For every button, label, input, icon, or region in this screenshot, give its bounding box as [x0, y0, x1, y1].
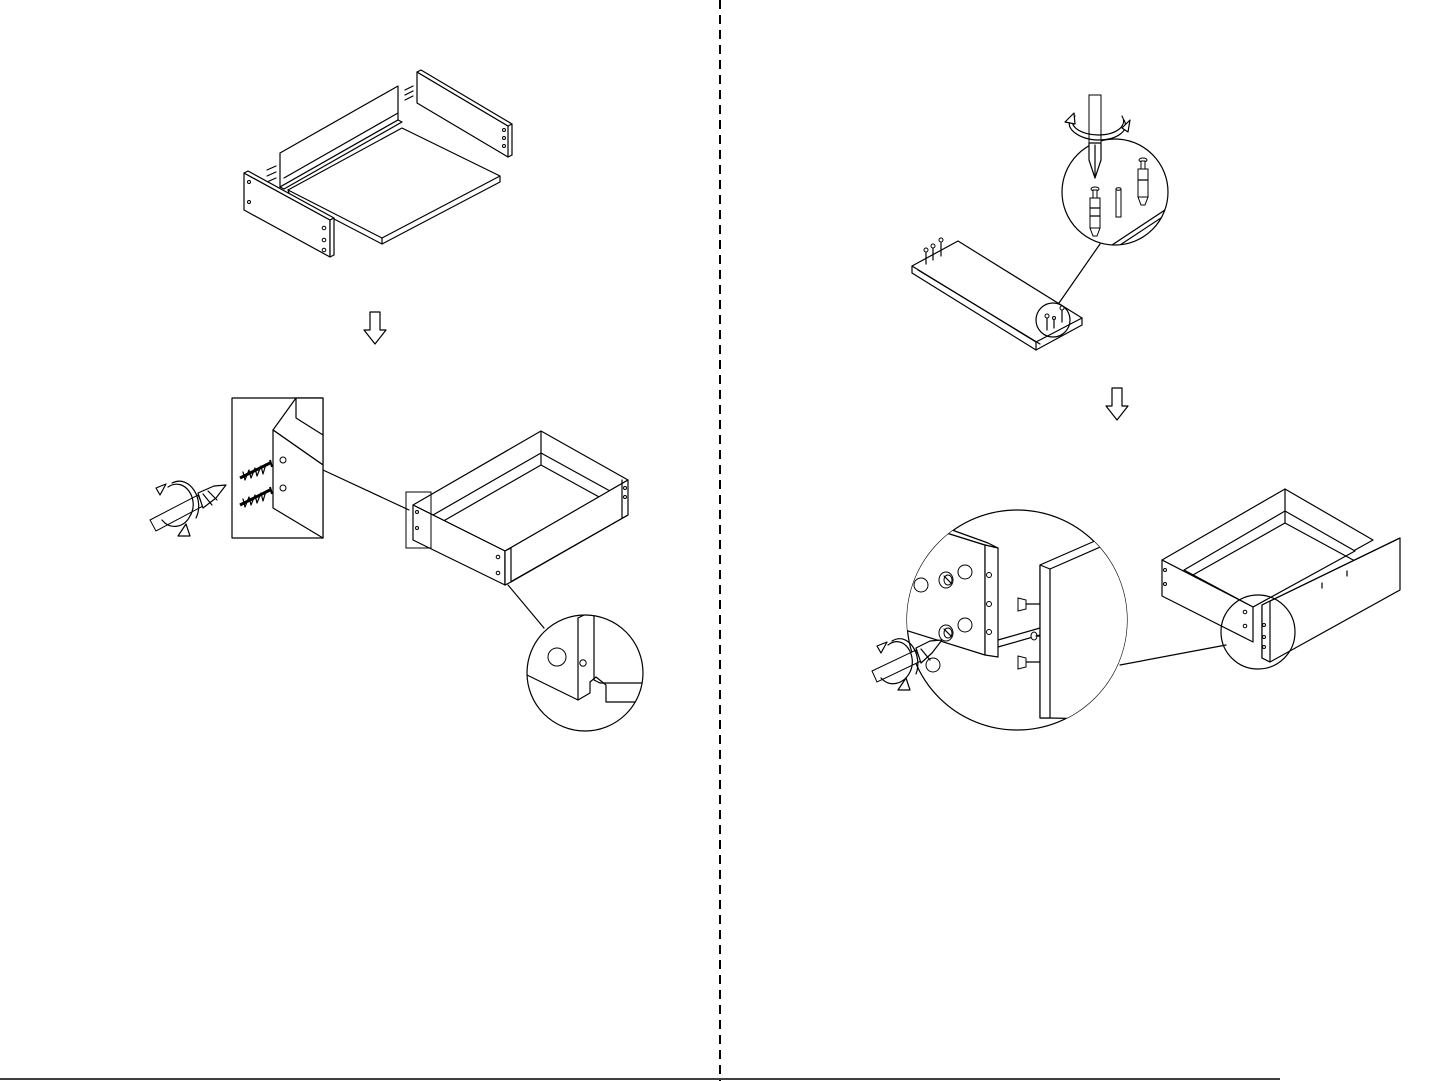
drawer-box-right — [1162, 489, 1400, 669]
drawer-box-left — [406, 431, 628, 585]
fitting-detail-circle — [1062, 139, 1170, 245]
dowel-icon — [1116, 188, 1121, 217]
screwdriver-icon — [150, 481, 226, 536]
joint-detail-circle — [527, 612, 660, 731]
step1-exploded-drawer — [244, 70, 512, 257]
step3-back-panel — [912, 238, 1082, 350]
step2-screw-detail — [232, 398, 323, 538]
cam-lock-icon — [939, 625, 953, 641]
down-arrow-icon — [364, 312, 386, 344]
down-arrow-icon — [1106, 388, 1128, 420]
cam-lock-icon — [939, 572, 953, 588]
cam-lock-detail-circle — [905, 510, 1140, 730]
